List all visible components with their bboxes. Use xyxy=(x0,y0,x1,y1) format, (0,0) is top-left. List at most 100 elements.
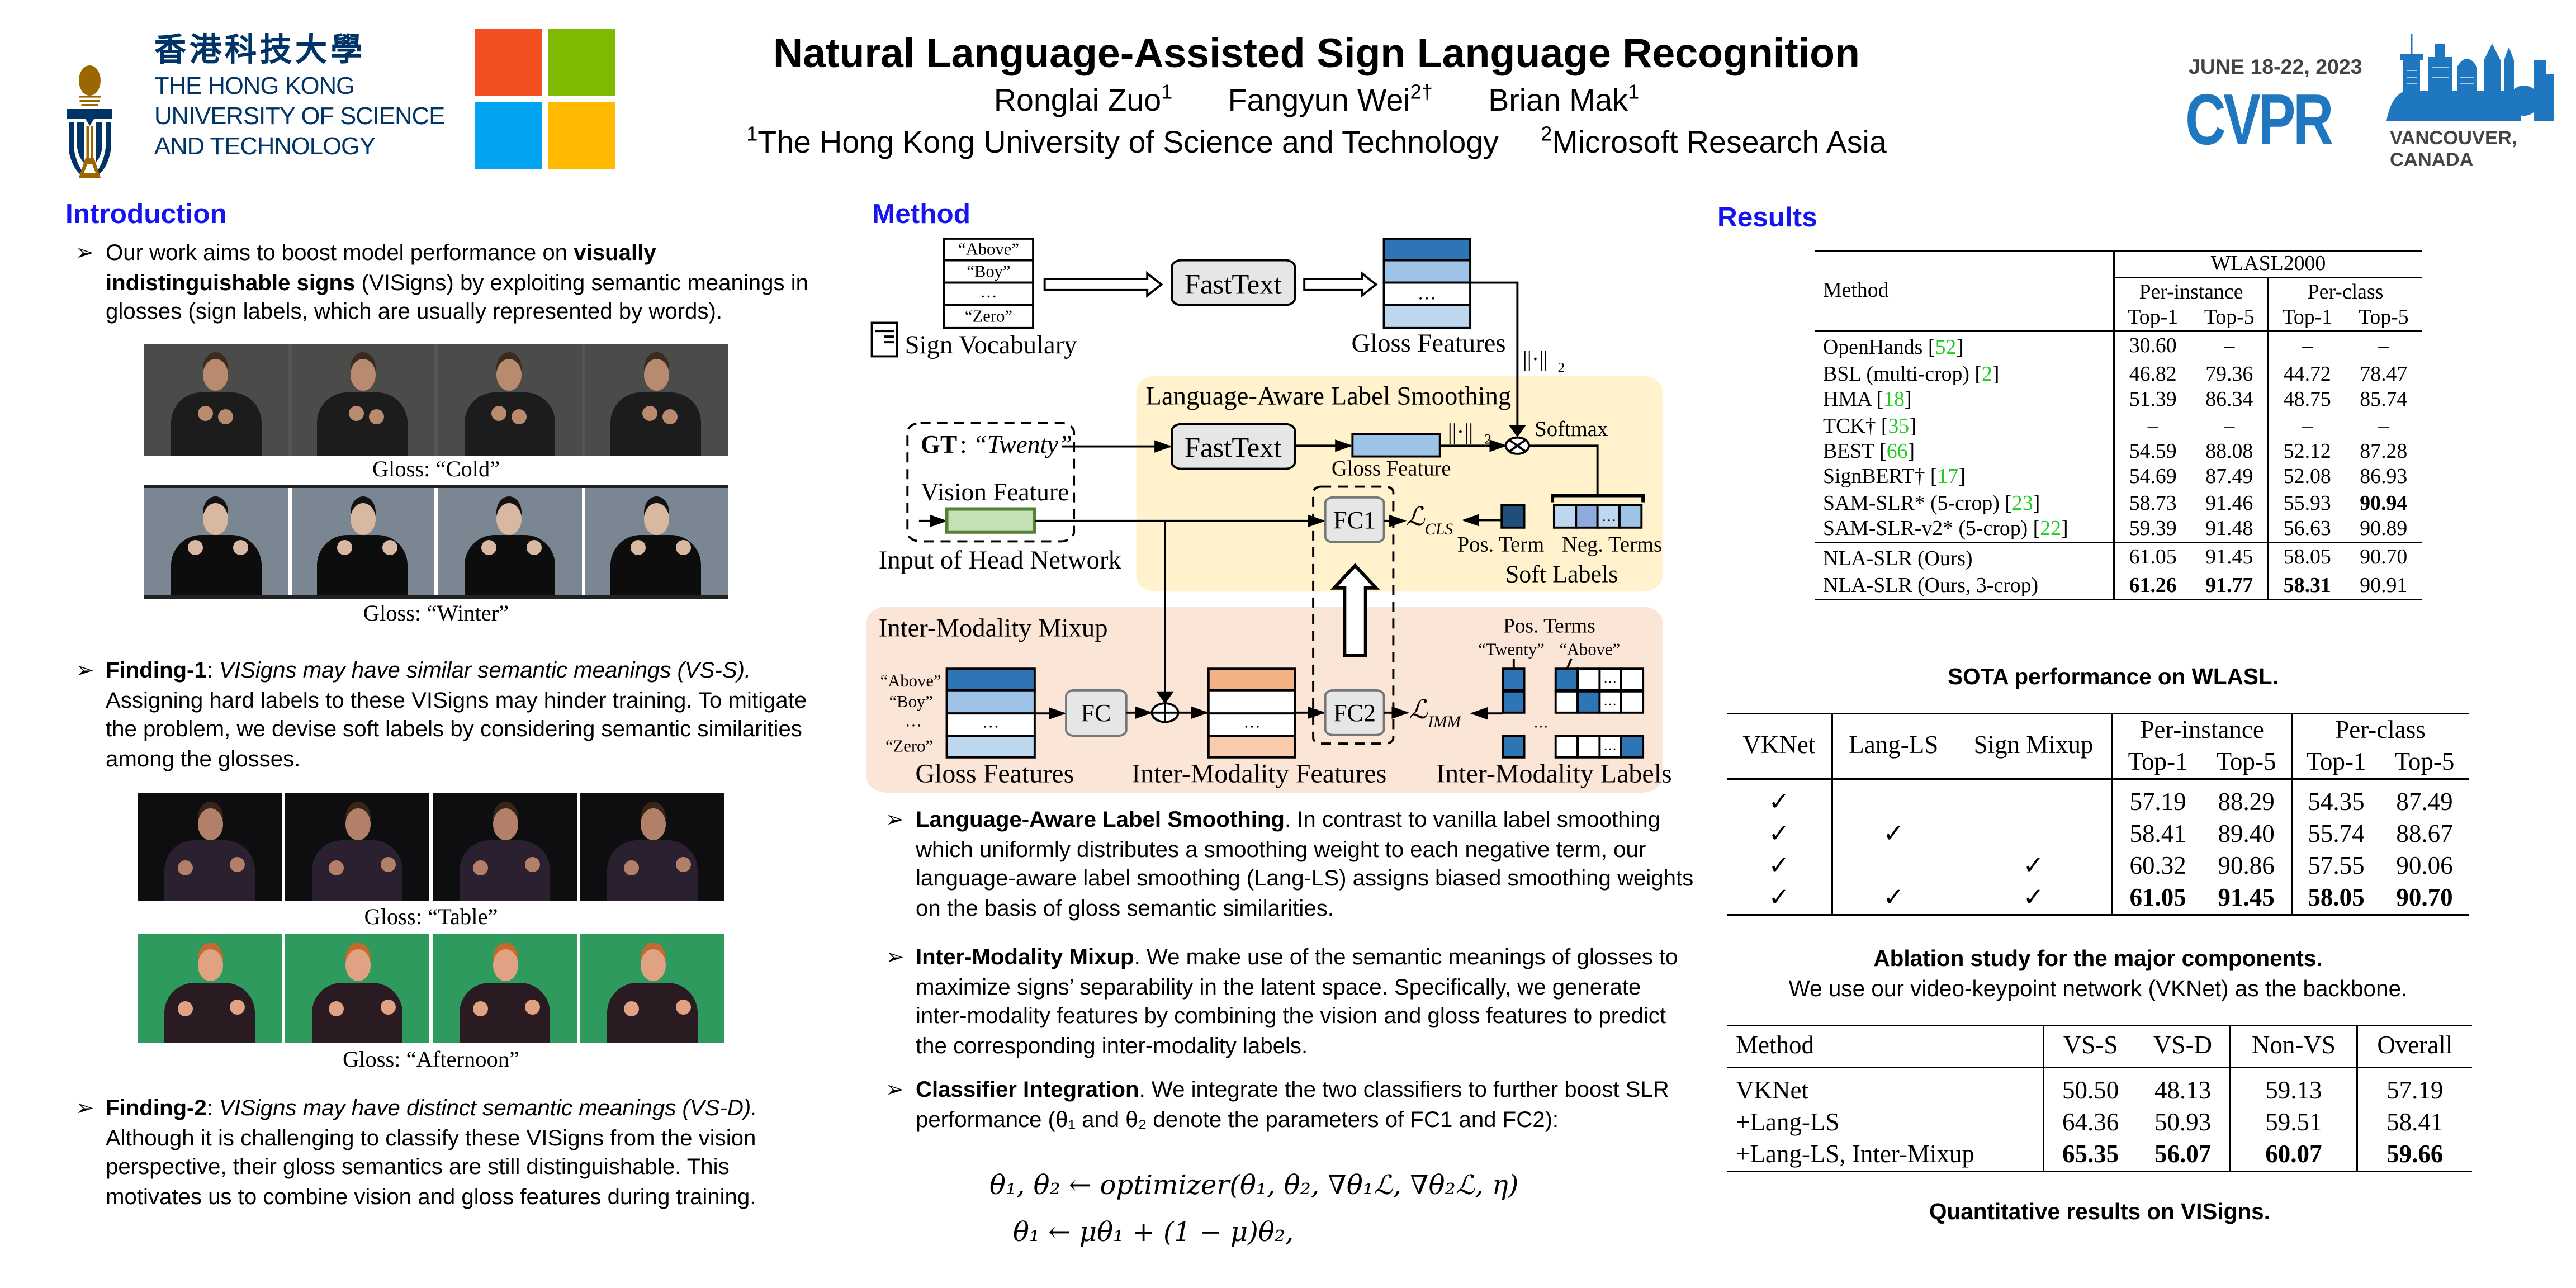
method-name: BEST [66] xyxy=(1823,439,1915,463)
method-name: +Lang-LS, Inter-Mixup xyxy=(1736,1141,1974,1168)
signer-hand xyxy=(675,1000,691,1015)
bullet-arrow-icon: ➢ xyxy=(886,944,905,969)
signer-hand xyxy=(337,539,352,555)
microsoft-logo xyxy=(475,29,617,171)
citation-link[interactable]: 23 xyxy=(2011,491,2033,515)
l2-norm-subscript: 2 xyxy=(1484,431,1491,447)
citation-link[interactable]: 35 xyxy=(1888,413,1910,437)
metric-value: 61.05 xyxy=(2113,543,2191,574)
column-header: Top-1 xyxy=(2113,305,2191,332)
signer-head xyxy=(203,359,229,392)
fc1-box xyxy=(1325,498,1384,542)
signer-hand xyxy=(480,539,496,555)
sign-video-frames-table xyxy=(138,793,724,901)
hkust-chinese-name: 香港科技大學 xyxy=(154,34,366,69)
method-name: OpenHands [52] xyxy=(1823,336,1963,360)
metric-value: 90.94 xyxy=(2360,491,2408,515)
pos-term-label: Pos. Term xyxy=(1457,533,1545,556)
signer-head xyxy=(640,949,665,982)
citation-link[interactable]: 22 xyxy=(2040,517,2062,541)
fasttext-label: FastText xyxy=(1185,432,1282,463)
column-header: Per-instance xyxy=(2113,278,2269,305)
check-mark-icon: ✓ xyxy=(2023,853,2044,880)
metric-value: 54.69 xyxy=(2113,465,2191,491)
metric-value: 57.55 xyxy=(2290,850,2381,882)
metric-value: 44.72 xyxy=(2267,361,2346,387)
citation-link[interactable]: 52 xyxy=(1935,336,1957,360)
gt-value: “Twenty” xyxy=(973,430,1072,458)
citation-link[interactable]: 66 xyxy=(1886,439,1908,463)
column-header: Top-5 xyxy=(2204,305,2255,329)
citation-link[interactable]: 18 xyxy=(1883,387,1905,411)
signer-hand xyxy=(328,860,344,875)
inter-modality-features-label: Inter-Modality Features xyxy=(1131,759,1386,788)
logo-square xyxy=(548,29,615,96)
sign-video-frames-cold xyxy=(144,344,728,456)
gloss-features-label: Gloss Features xyxy=(915,759,1074,788)
connector-line xyxy=(1470,283,1520,437)
vancouver-skyline-icon xyxy=(2386,27,2554,129)
hollow-arrow-icon xyxy=(1045,273,1162,296)
signer-head xyxy=(197,808,222,840)
signer-hand xyxy=(230,1000,245,1015)
metric-value: 90.86 xyxy=(2218,853,2275,880)
signer-hand xyxy=(492,405,508,421)
video-frame xyxy=(584,344,728,456)
signer-head xyxy=(344,949,370,982)
fc2-label: FC2 xyxy=(1333,699,1376,727)
fasttext-box-top xyxy=(1172,261,1295,305)
sota-table-caption: SOTA performance on WLASL. xyxy=(1948,664,2279,689)
vision-feature-label: Vision Feature xyxy=(921,478,1069,506)
l2-norm-label: ||·|| xyxy=(1523,346,1548,371)
video-frame xyxy=(438,344,581,456)
method-name: BSL (multi-crop) [2] xyxy=(1823,362,2000,386)
signer-head xyxy=(492,949,518,982)
signer-torso xyxy=(610,393,702,456)
signer-head xyxy=(496,503,522,535)
vocab-word: … xyxy=(980,282,997,301)
citation-link[interactable]: 17 xyxy=(1937,465,1959,489)
inter-modality-labels-label: Inter-Modality Labels xyxy=(1436,759,1672,788)
gloss-feature-bar xyxy=(1352,434,1439,457)
column-header: Top-1 xyxy=(2112,746,2203,779)
column-header: Method xyxy=(1736,1033,1815,1060)
check-mark-icon: ✓ xyxy=(1830,818,1955,850)
check-mark-icon: ✓ xyxy=(1768,821,1790,848)
metric-value: 59.13 xyxy=(2229,1067,2357,1107)
metric-value: 86.34 xyxy=(2205,387,2253,411)
logo-square xyxy=(475,29,542,96)
hollow-up-arrow-icon xyxy=(1334,566,1376,656)
metric-value: 50.93 xyxy=(2154,1109,2212,1137)
check-mark-icon: ✓ xyxy=(1830,882,1955,915)
cvpr-dates: JUNE 18-22, 2023 xyxy=(2189,55,2362,79)
gloss-caption: Gloss: “Afternoon” xyxy=(342,1046,520,1072)
pos-terms-label: Pos. Terms xyxy=(1503,615,1595,638)
metric-value: 57.19 xyxy=(2356,1067,2472,1107)
signer-torso xyxy=(317,393,408,456)
affiliations: 1The Hong Kong University of Science and… xyxy=(0,124,2576,159)
signer-hand xyxy=(178,860,193,875)
author: Brian Mak1 xyxy=(1488,80,1640,117)
method-name: HMA [18] xyxy=(1823,387,1912,411)
signer-head xyxy=(203,503,229,535)
metric-value: 79.36 xyxy=(2205,362,2253,386)
metric-value: 85.74 xyxy=(2360,387,2408,411)
method-name: VKNet xyxy=(1736,1077,1808,1105)
equation-optimizer: θ₁, θ₂ ← optimizer(θ₁, θ₂, ∇θ₁ℒ, ∇θ₂ℒ, η… xyxy=(989,1169,1519,1201)
metric-value: 48.13 xyxy=(2154,1077,2212,1105)
video-frame xyxy=(144,344,288,456)
ellipsis: … xyxy=(982,712,1000,731)
metric-value: 87.49 xyxy=(2205,465,2253,489)
connector-line xyxy=(1529,446,1598,495)
check-mark-icon xyxy=(1830,850,1955,882)
bullet-text: Classifier Integration. We integrate the… xyxy=(916,1077,1669,1131)
citation-link[interactable]: 2 xyxy=(1982,362,1992,386)
soft-label-bracket xyxy=(1552,496,1643,503)
